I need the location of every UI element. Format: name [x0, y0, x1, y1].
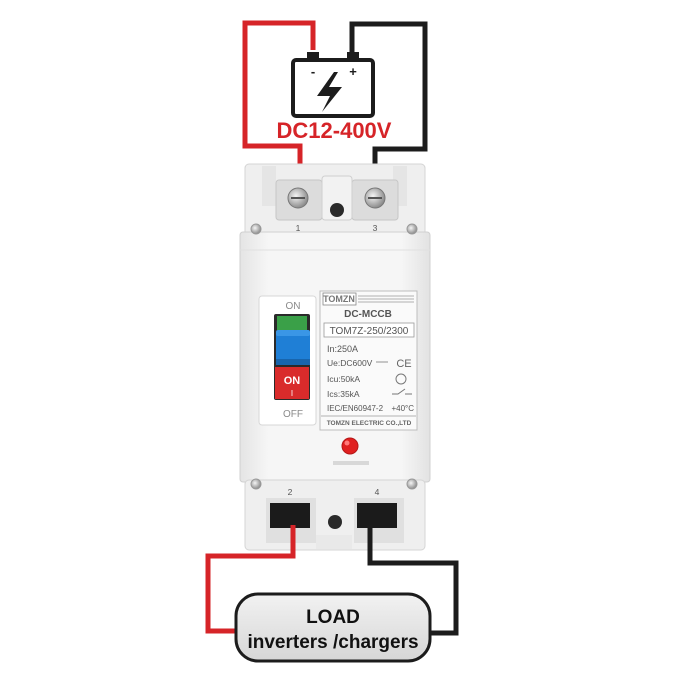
voltage-label: DC12-400V: [277, 118, 392, 143]
minus-sign: -: [311, 64, 315, 79]
standard: IEC/EN60947-2: [327, 404, 384, 413]
lightning-bolt-icon: [317, 72, 342, 112]
rating-in: In:250A: [327, 344, 358, 354]
load-title: LOAD: [306, 607, 360, 628]
terminal-label-4: 4: [375, 487, 380, 497]
terminal-label-3: 3: [373, 223, 378, 233]
handle-on-mark: I: [291, 389, 293, 398]
brand-logo: TOMZN: [323, 294, 355, 304]
certification-mark-icon: [395, 373, 407, 385]
manufacturer: TOMZN ELECTRIC CO.,LTD: [327, 420, 412, 427]
breaker-handle[interactable]: [276, 330, 310, 365]
bottom-right-terminal: [357, 503, 397, 528]
temperature: +40°C: [391, 404, 414, 413]
handle-on-label: ON: [284, 375, 301, 387]
terminal-label-2: 2: [288, 487, 293, 497]
model-number: TOM7Z-250/2300: [330, 326, 409, 337]
rating-ue: Ue:DC600V: [327, 358, 373, 368]
positive-wire-top: [242, 20, 316, 195]
bottom-center-screw: [328, 515, 342, 529]
negative-wire-bottom: [367, 525, 459, 636]
load-subtitle: inverters /chargers: [247, 632, 418, 653]
negative-wire-top: [349, 21, 428, 195]
positive-wire-bottom: [205, 525, 296, 634]
plus-sign: +: [349, 64, 357, 79]
dc-mccb-breaker: 1 3 ON OFF ON I TOMZN DC-MCCB TOM7Z-250/…: [239, 163, 431, 551]
top-center-screw: [330, 203, 344, 217]
switch-symbol-icon: [392, 388, 412, 395]
rating-icu: Icu:50kA: [327, 374, 360, 384]
terminal-label-1: 1: [296, 223, 301, 233]
ce-mark: CE: [396, 358, 411, 370]
nameplate: [319, 290, 418, 431]
dc-source-icon: - +: [291, 52, 375, 118]
breaker-type: DC-MCCB: [344, 309, 392, 320]
rating-ics: Ics:35kA: [327, 389, 360, 399]
load-box: LOAD inverters /chargers: [234, 592, 432, 663]
on-indicator-window: [275, 367, 309, 399]
test-button[interactable]: [341, 437, 359, 455]
switch-off-label: OFF: [283, 409, 303, 420]
switch-on-label: ON: [286, 301, 301, 312]
bottom-left-terminal: [270, 503, 310, 528]
